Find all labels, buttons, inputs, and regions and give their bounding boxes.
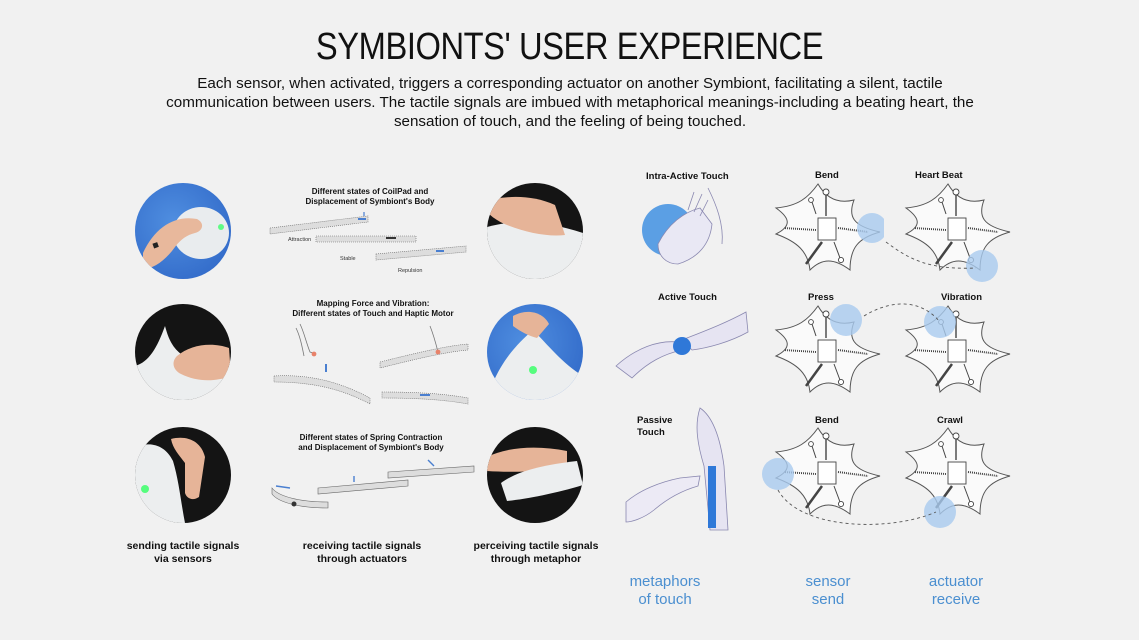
- actuator-device-1: [904, 182, 1012, 282]
- active-touch-illustration: [615, 311, 749, 379]
- coilpad-diagram: [269, 212, 467, 261]
- hand-icon: [143, 207, 229, 269]
- sensor-device-3: [762, 426, 882, 516]
- actuator-device-3: [904, 426, 1012, 528]
- spring-diagram: [271, 459, 475, 509]
- label-sensor-1: Bend: [815, 170, 839, 181]
- photo-sending-3: [135, 427, 231, 523]
- passive-touch-illustration: [625, 407, 729, 531]
- label-actuator-2: Vibration: [941, 292, 982, 303]
- intra-active-touch-illustration: [642, 187, 723, 265]
- photo-sending-1: [135, 183, 231, 279]
- photo-sending-2: [135, 304, 231, 400]
- label-attraction: Attraction: [288, 237, 312, 243]
- touch-hand-icon: [487, 196, 583, 279]
- mech-title-2: Mapping Force and Vibration:Different st…: [292, 299, 454, 318]
- label-stable: Stable: [340, 256, 356, 262]
- press-hand-icon: [135, 326, 231, 400]
- page-title: SYMBIONTS' USER EXPERIENCE: [315, 26, 824, 68]
- sensor-device-1: [774, 182, 884, 272]
- label-repulsion: Repulsion: [398, 268, 423, 274]
- photo-perceiving-1: [487, 183, 583, 279]
- label-sensor-3: Bend: [815, 415, 839, 426]
- label-active-touch: Active Touch: [658, 292, 717, 303]
- intro-text: Each sensor, when activated, triggers a …: [166, 75, 974, 130]
- label-actuator-3: Crawl: [937, 415, 963, 426]
- photo-perceiving-2: [487, 304, 583, 400]
- force-vibration-diagram: [273, 323, 469, 405]
- photo-perceiving-3: [487, 427, 583, 523]
- bend-hand-icon: [135, 437, 205, 523]
- label-intra-active-touch: Intra-Active Touch: [646, 171, 729, 182]
- label-actuator-1: Heart Beat: [915, 170, 963, 181]
- signal-connectors: [777, 241, 977, 525]
- pinch-hand-icon: [487, 311, 583, 400]
- crawl-hand-icon: [487, 447, 583, 501]
- sensor-device-2: [774, 304, 882, 394]
- label-sensor-2: Press: [808, 292, 834, 303]
